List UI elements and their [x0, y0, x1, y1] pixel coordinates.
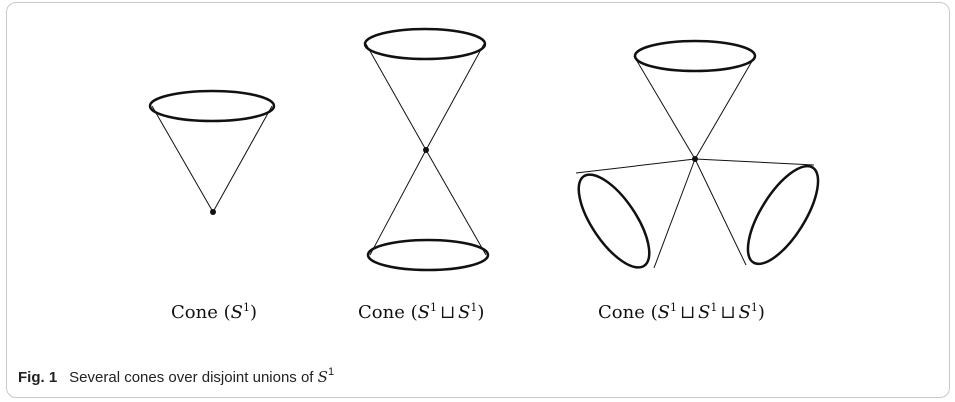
cone-triple-edge-top-left — [633, 55, 696, 160]
cone-single-edge-right — [212, 105, 273, 213]
cone-double-edge-lower-left — [369, 149, 427, 256]
figure-frame — [6, 2, 950, 398]
cone-double-edge-upper-right — [425, 43, 485, 151]
circle-s1-bottom — [366, 238, 490, 272]
cone-single-edge-left — [151, 105, 214, 213]
cone-double-edge-lower-right — [425, 149, 487, 256]
cone-triple-label: Cone (S1⊔S1⊔S1) — [598, 301, 765, 323]
circle-s1-top — [148, 89, 276, 123]
figure-caption: Fig. 1 Several cones over disjoint unions… — [18, 366, 335, 387]
circle-s1-right — [746, 164, 820, 266]
cone-single-label: Cone (S1) — [171, 301, 257, 323]
circle-s1-top — [363, 27, 487, 61]
cone-double — [363, 27, 490, 272]
cone-triple-apex — [692, 156, 698, 162]
caption-text: Several cones over disjoint unions of — [69, 369, 314, 386]
cone-triple-edge-top-right — [694, 55, 756, 160]
cone-single — [148, 89, 276, 215]
cone-single-apex — [210, 209, 216, 215]
cone-triple-edge-right-upper — [694, 158, 815, 166]
figure-number: Fig. 1 — [18, 369, 58, 386]
cone-triple-edge-left-lower — [653, 158, 696, 269]
circle-s1-left — [577, 173, 651, 269]
cone-double-label: Cone (S1⊔S1) — [358, 301, 485, 323]
circle-s1-top — [633, 39, 757, 73]
caption-symbol: S — [317, 368, 328, 386]
cone-triple-edge-left-upper — [575, 158, 696, 174]
cone-double-apex — [423, 147, 429, 153]
cone-triple-edge-right-lower — [694, 158, 747, 266]
cone-double-edge-upper-left — [365, 43, 427, 151]
cone-triple — [575, 39, 820, 269]
caption-superscript: 1 — [327, 366, 335, 378]
